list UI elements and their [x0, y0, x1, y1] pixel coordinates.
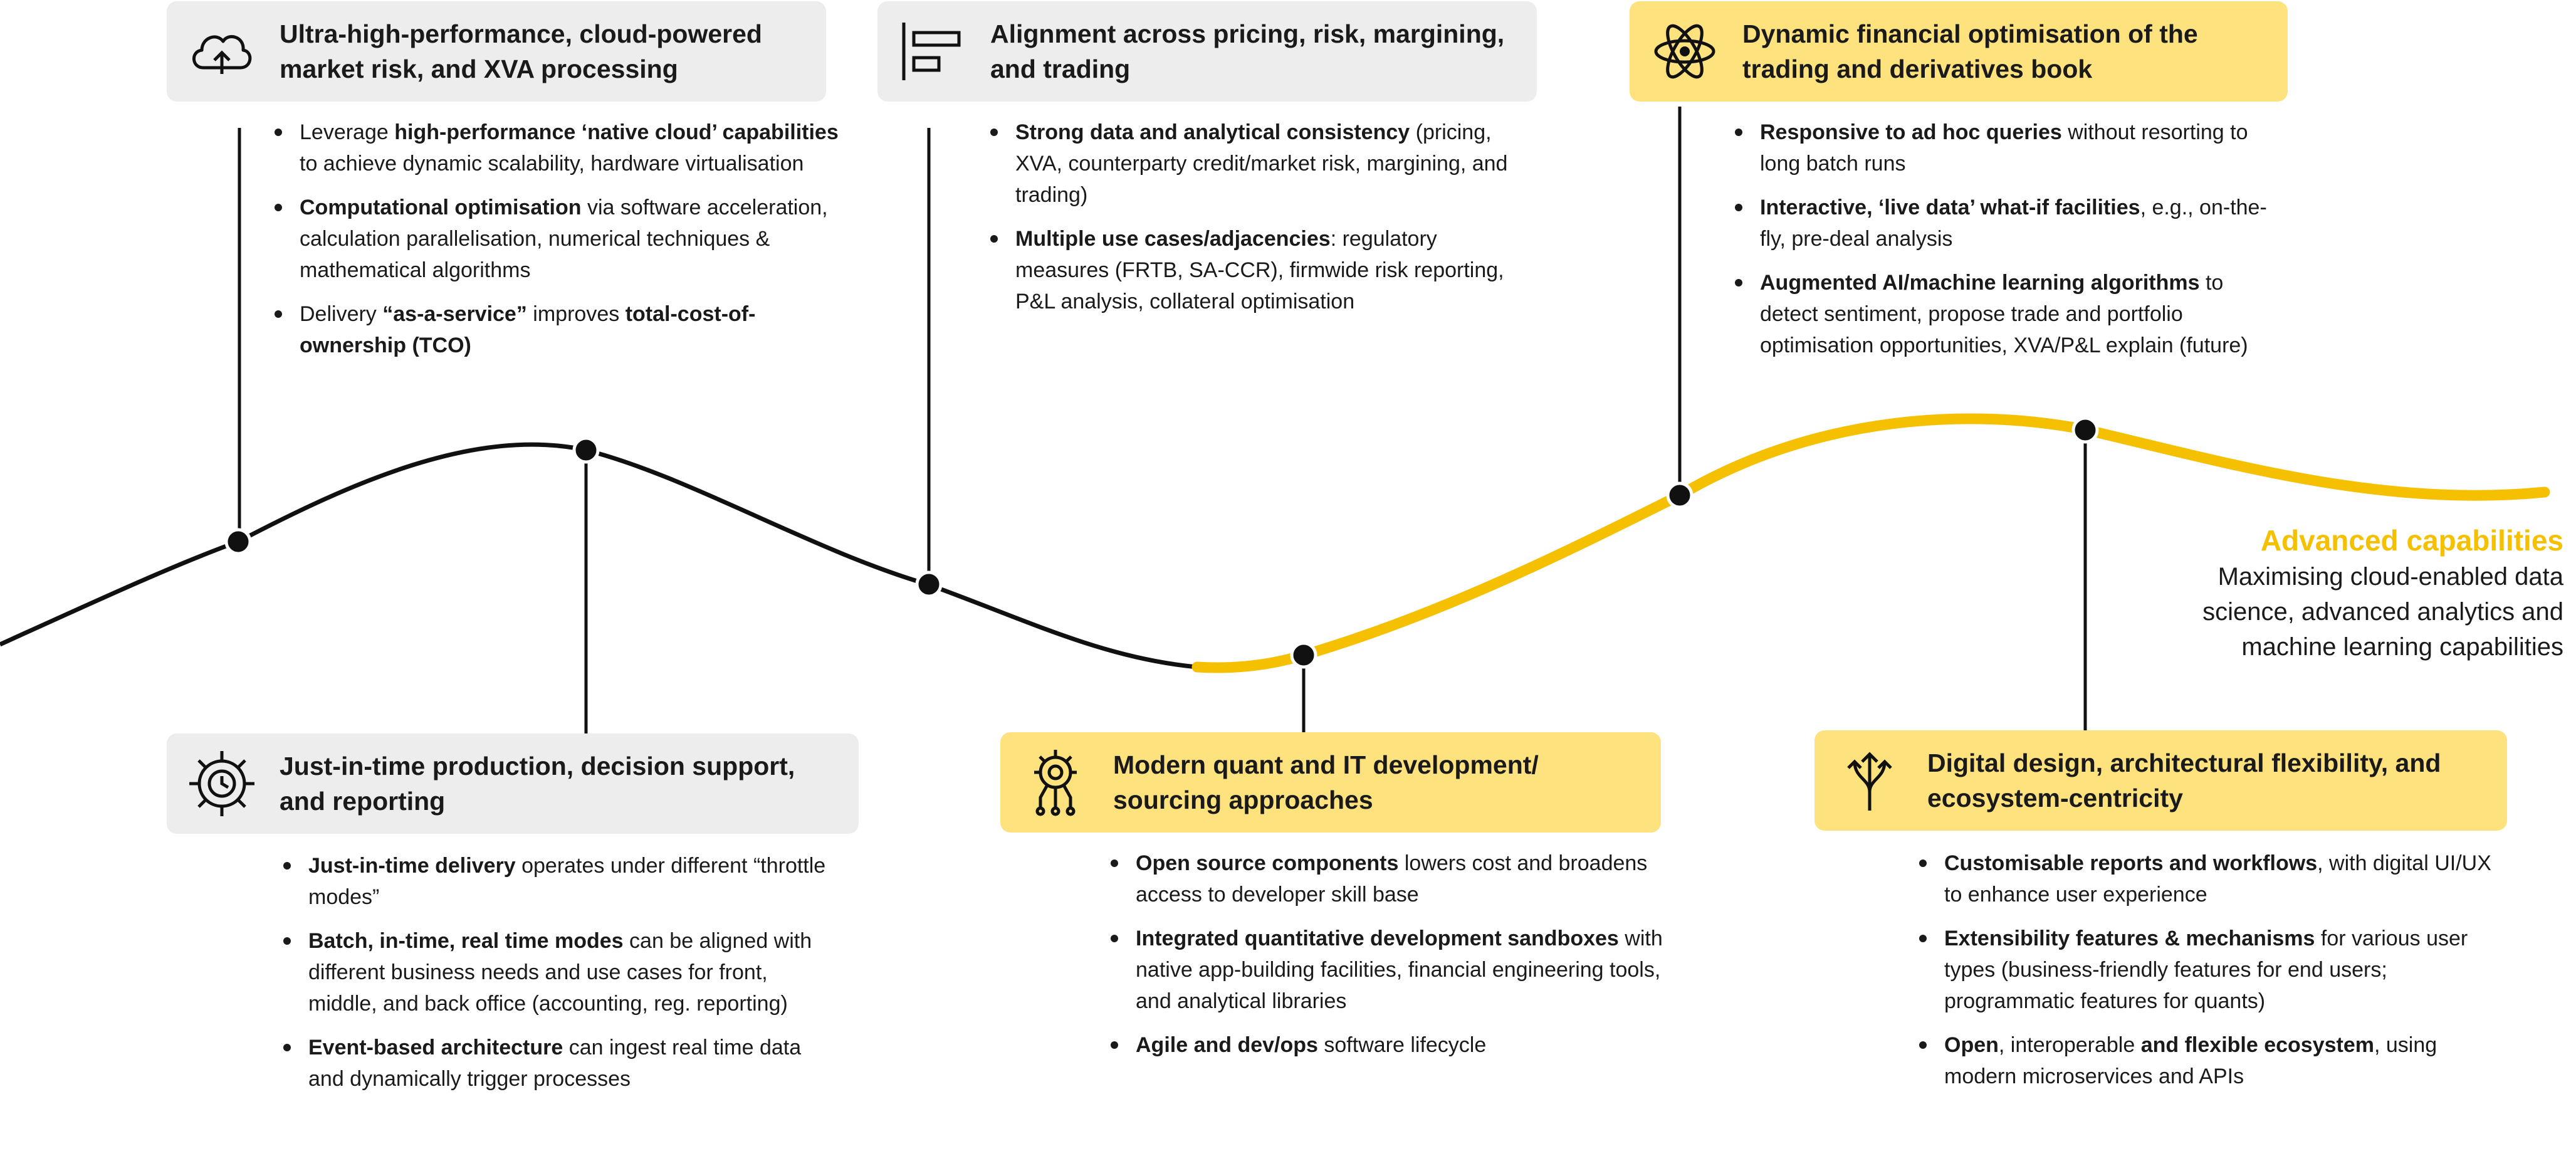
card-title: Ultra-high-performance, cloud-powered ma…	[280, 19, 762, 83]
card-title: Digital design, architectural flexibilit…	[1927, 749, 2441, 812]
card-modern-quant: Modern quant and IT development/ sourcin…	[1000, 732, 1661, 833]
bullet-item: Strong data and analytical consistency (…	[984, 117, 1536, 211]
card-cloud-processing: Ultra-high-performance, cloud-powered ma…	[167, 1, 826, 102]
card-digital-design: Digital design, architectural flexibilit…	[1814, 730, 2507, 831]
cloud-upload-icon	[192, 35, 252, 74]
card-dynamic-optimisation: Dynamic financial optimisation of the tr…	[1630, 1, 2288, 102]
bullet-item: Responsive to ad hoc queries without res…	[1729, 117, 2268, 179]
bullet-item: Delivery “as-a-service” improves total-c…	[268, 298, 845, 361]
gear-clock-icon	[189, 751, 254, 816]
bullet-item: Computational optimisation via software …	[268, 192, 845, 286]
curve-dot-dynamic	[1666, 481, 1694, 509]
bullet-list-quant: Open source components lowers cost and b…	[1104, 848, 1681, 1073]
bullet-item: Interactive, ‘live data’ what-if facilit…	[1729, 192, 2268, 255]
card-alignment: Alignment across pricing, risk, marginin…	[877, 1, 1537, 102]
bullet-item: Customisable reports and workflows, with…	[1913, 848, 2515, 910]
curve-dot-cloud	[224, 528, 252, 555]
bullet-item: Batch, in-time, real time modes can be a…	[277, 925, 829, 1019]
card-title: Alignment across pricing, risk, marginin…	[990, 19, 1505, 83]
bullet-item: Agile and dev/ops software lifecycle	[1104, 1029, 1681, 1061]
bullet-list-dynamic: Responsive to ad hoc queries without res…	[1729, 117, 2268, 374]
bullet-item: Extensibility features & mechanisms for …	[1913, 923, 2515, 1017]
arrows-split-icon	[1847, 752, 1892, 811]
bullet-list-digital: Customisable reports and workflows, with…	[1913, 848, 2515, 1105]
bullet-item: Event-based architecture can ingest real…	[277, 1032, 829, 1095]
gear-network-icon	[1034, 750, 1077, 816]
bullet-list-jit: Just-in-time delivery operates under dif…	[277, 850, 829, 1107]
card-title: Modern quant and IT development/ sourcin…	[1113, 750, 1539, 814]
atom-icon	[1654, 24, 1715, 79]
curve-dot-jit	[572, 436, 600, 464]
curve-black-segment	[0, 442, 1198, 670]
bullet-item: Augmented AI/machine learning algorithms…	[1729, 267, 2268, 361]
bullet-item: Leverage high-performance ‘native cloud’…	[268, 117, 845, 179]
bullet-item: Multiple use cases/adjacencies: regulato…	[984, 223, 1536, 317]
bullet-item: Just-in-time delivery operates under dif…	[277, 850, 829, 913]
curve-dot-alignment	[915, 570, 943, 598]
bullet-list-alignment: Strong data and analytical consistency (…	[984, 117, 1536, 330]
bullet-item: Integrated quantitative development sand…	[1104, 923, 1681, 1017]
advanced-capabilities-title: Advanced capabilities	[2260, 524, 2563, 557]
curve-dot-digital	[2071, 416, 2099, 444]
advanced-capabilities-description: Maximising cloud-enabled data science, a…	[2202, 563, 2563, 661]
curve-dot-quant	[1290, 641, 1317, 669]
layout-blocks-icon	[902, 23, 961, 80]
card-title: Just-in-time production, decision suppor…	[280, 752, 795, 816]
bullet-list-cloud: Leverage high-performance ‘native cloud’…	[268, 117, 845, 374]
bullet-item: Open, interoperable and flexible ecosyst…	[1913, 1029, 2515, 1092]
card-title: Dynamic financial optimisation of the tr…	[1742, 19, 2198, 83]
advanced-capabilities: Advanced capabilities Maximising cloud-e…	[2162, 522, 2563, 665]
card-just-in-time: Just-in-time production, decision suppor…	[167, 733, 859, 834]
bullet-item: Open source components lowers cost and b…	[1104, 848, 1681, 910]
